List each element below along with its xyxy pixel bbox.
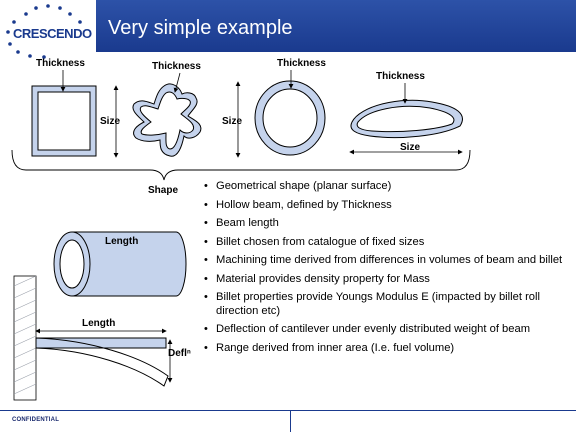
bullet-item: Hollow beam, defined by Thickness bbox=[204, 199, 574, 213]
length-label-1: Length bbox=[105, 236, 138, 247]
thickness-label-1: Thickness bbox=[36, 58, 85, 69]
cantilever-beam-icon bbox=[35, 337, 169, 387]
bullet-item: Beam length bbox=[204, 217, 574, 231]
tube-icon bbox=[53, 231, 187, 297]
square-section-icon bbox=[31, 85, 97, 157]
shape-brace bbox=[11, 149, 471, 181]
size-label-2: Size bbox=[222, 116, 242, 127]
thickness-label-2: Thickness bbox=[152, 61, 201, 72]
confidential-label: CONFIDENTIAL bbox=[12, 417, 60, 423]
irregular-section-icon bbox=[132, 83, 202, 157]
header-band bbox=[96, 0, 576, 52]
length-label-2: Length bbox=[82, 318, 115, 329]
footer-rule bbox=[0, 410, 576, 411]
size-label-3: Size bbox=[400, 142, 420, 153]
shape-label: Shape bbox=[148, 185, 178, 196]
footer-divider bbox=[290, 410, 291, 432]
bullet-list: Geometrical shape (planar surface) Hollo… bbox=[204, 180, 574, 360]
bullet-item: Billet properties provide Youngs Modulus… bbox=[204, 291, 574, 318]
bullet-item: Geometrical shape (planar surface) bbox=[204, 180, 574, 194]
size-label-1: Size bbox=[100, 116, 120, 127]
bullet-item: Range derived from inner area (I.e. fuel… bbox=[204, 342, 574, 356]
logo-text: CRESCENDO bbox=[13, 26, 92, 41]
airfoil-section-icon bbox=[350, 99, 463, 138]
bullet-item: Deflection of cantilever under evenly di… bbox=[204, 323, 574, 337]
crescendo-logo: CRESCENDO bbox=[6, 4, 92, 59]
beam-diagram: Thickness Size Thickness Size Thickness … bbox=[11, 58, 471, 401]
slide-title: Very simple example bbox=[108, 17, 293, 39]
thickness-label-3: Thickness bbox=[277, 58, 326, 69]
circular-section-icon bbox=[254, 80, 326, 156]
wall-icon bbox=[13, 275, 37, 401]
deflection-label: Deflⁿ bbox=[168, 348, 191, 359]
thickness-label-4: Thickness bbox=[376, 71, 425, 82]
star-ring-icon bbox=[6, 4, 82, 59]
bullet-item: Material provides density property for M… bbox=[204, 273, 574, 287]
bullet-item: Billet chosen from catalogue of fixed si… bbox=[204, 236, 574, 250]
bullet-item: Machining time derived from differences … bbox=[204, 254, 574, 268]
